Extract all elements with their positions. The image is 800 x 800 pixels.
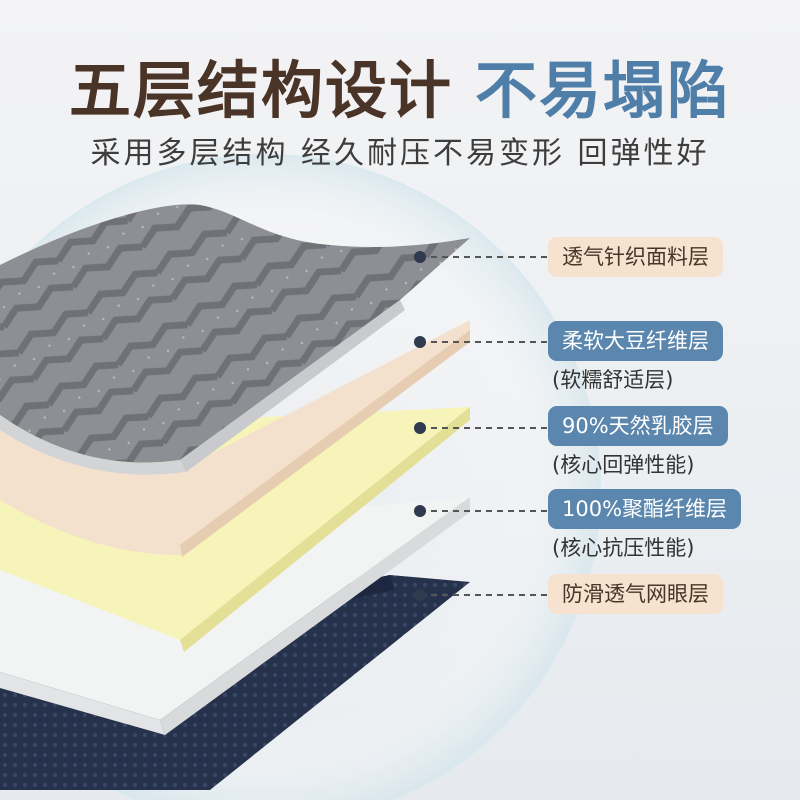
knit-fabric-layer — [0, 204, 470, 475]
label-soy-fiber: 柔软大豆纤维层 — [548, 321, 723, 361]
label-soy-fiber-sub: (软糯舒适层) — [552, 368, 674, 392]
label-latex-sub: (核心回弹性能) — [552, 453, 695, 477]
label-polyester-sub: (核心抗压性能) — [552, 536, 695, 560]
page-title: 五层结构设计不易塌陷 — [0, 40, 800, 130]
label-mesh: 防滑透气网眼层 — [548, 574, 723, 614]
label-polyester: 100%聚酯纤维层 — [548, 489, 742, 529]
label-latex: 90%天然乳胶层 — [548, 406, 728, 446]
page-subtitle: 采用多层结构 经久耐压不易变形 回弹性好 — [90, 136, 710, 171]
label-knit-fabric: 透气针织面料层 — [548, 237, 723, 277]
leader-dots — [414, 251, 426, 601]
title-accent: 不易塌陷 — [475, 54, 732, 127]
soy-fiber-layer — [0, 320, 470, 557]
title-main: 五层结构设计 — [68, 54, 453, 127]
